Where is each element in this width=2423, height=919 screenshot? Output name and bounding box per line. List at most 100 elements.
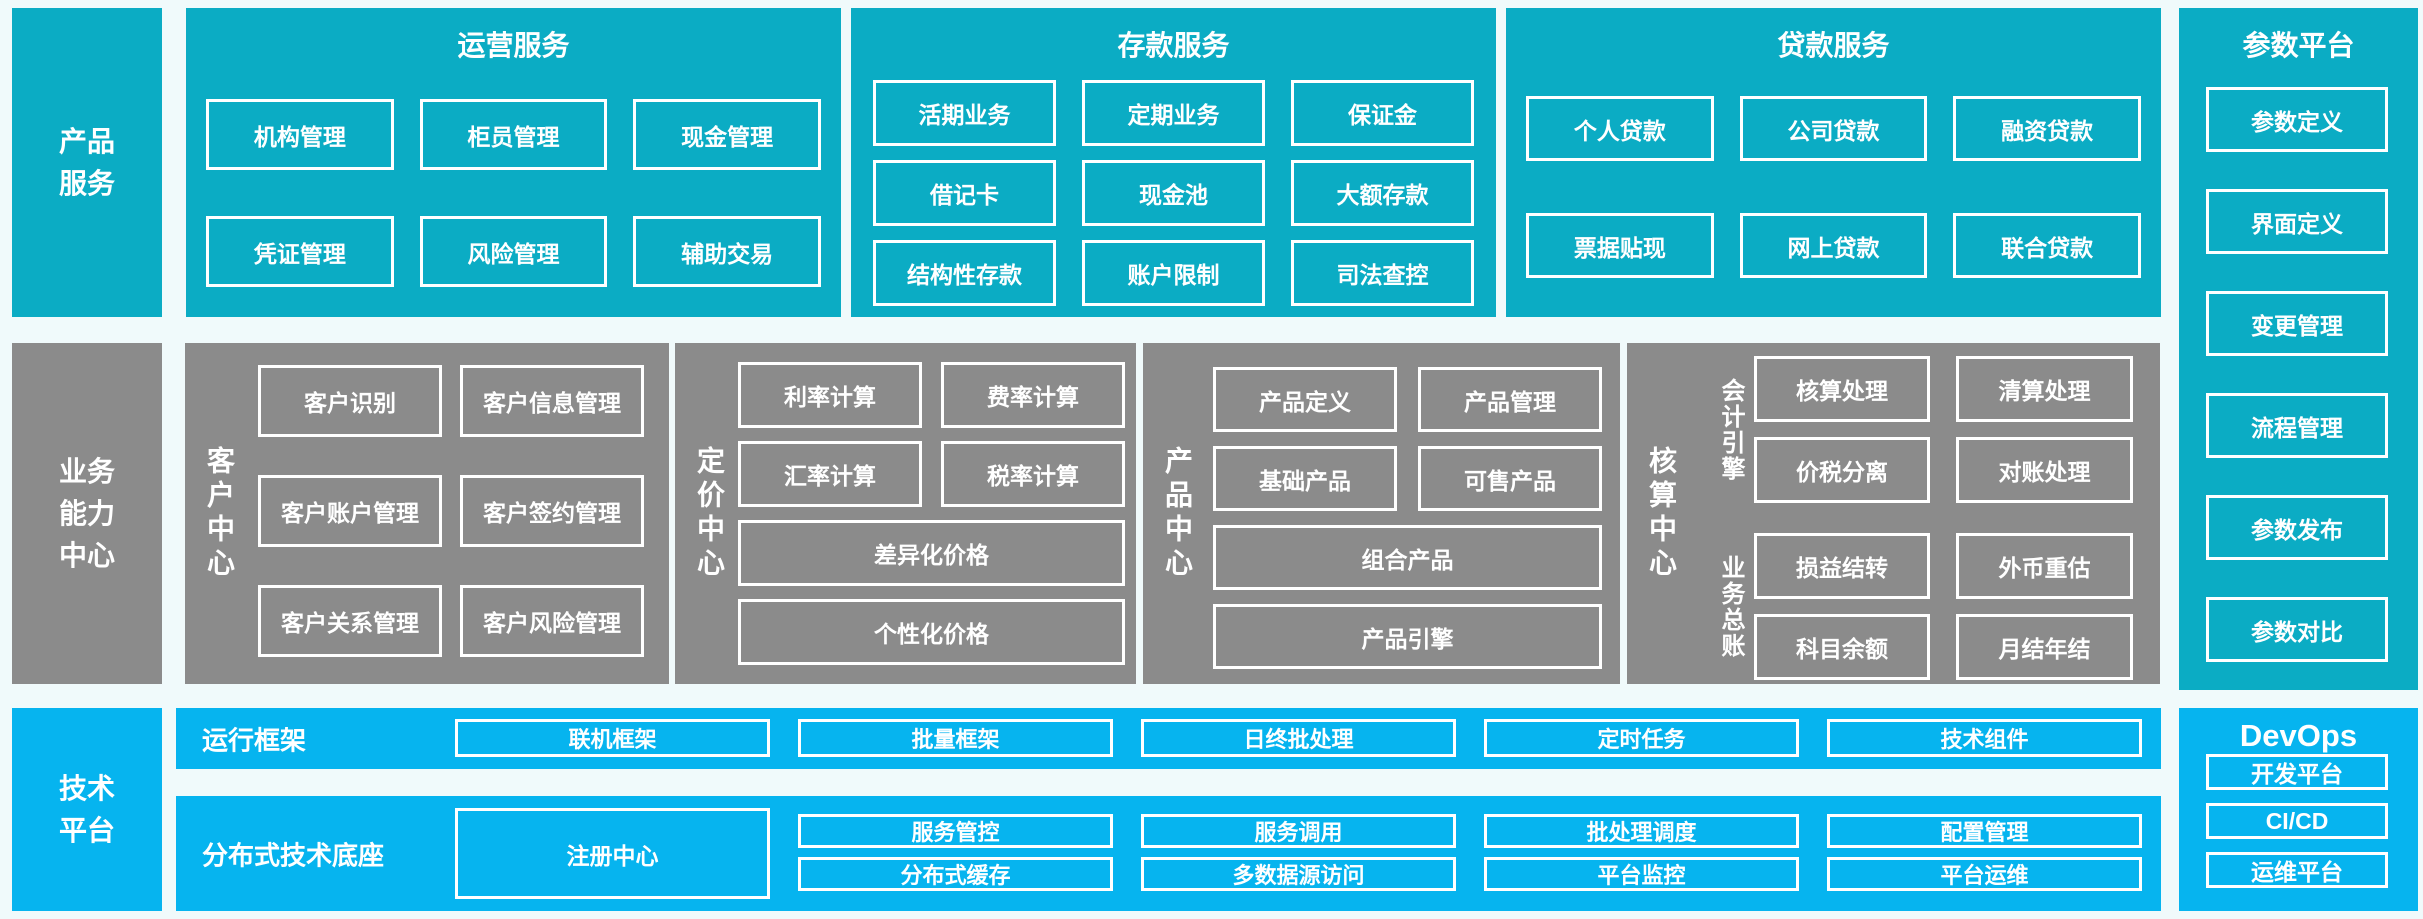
item-box: 配置管理 [1827, 814, 2142, 848]
accounting-center-label: 核算中心 [1646, 445, 1677, 582]
technology-platform-band-label: 技术 平台 [12, 708, 162, 911]
item-box: 外币重估 [1956, 533, 2133, 599]
business-ledger-group: 业务总账 损益结转 外币重估 科目余额 月结年结 [1707, 533, 2133, 680]
accounting-engine-label: 会计引擎 [1717, 377, 1744, 482]
item-box: 辅助交易 [633, 216, 821, 287]
item-box: 凭证管理 [206, 216, 394, 287]
accounting-engine-grid: 核算处理 清算处理 价税分离 对账处理 [1754, 356, 2133, 503]
product-services-band-label: 产品 服务 [12, 8, 162, 317]
item-box: 产品管理 [1418, 367, 1602, 432]
loan-items-grid: 个人贷款 公司贷款 融资贷款 票据贴现 网上贷款 联合贷款 [1526, 96, 2141, 278]
item-box: 平台监控 [1484, 857, 1799, 891]
item-box: 参数定义 [2206, 87, 2388, 152]
product-center-panel: 产品中心 产品定义 产品管理 基础产品 可售产品 组合产品 产品引擎 [1143, 343, 1620, 684]
panel-title: 参数平台 [2242, 30, 2355, 61]
item-box: 利率计算 [738, 362, 922, 428]
item-box: 联合贷款 [1953, 213, 2141, 278]
item-box: 可售产品 [1418, 446, 1602, 511]
item-box: 基础产品 [1213, 446, 1397, 511]
panel-title: 运营服务 [457, 30, 570, 61]
distributed-base-label: 分布式技术底座 [202, 840, 385, 870]
item-box: 现金管理 [633, 99, 821, 170]
item-box: 费率计算 [941, 362, 1125, 428]
item-box: 账户限制 [1082, 240, 1265, 306]
item-box: 差异化价格 [738, 520, 1125, 586]
item-box: 客户签约管理 [460, 475, 644, 547]
panel-title: 贷款服务 [1777, 30, 1890, 61]
item-box: 柜员管理 [419, 99, 608, 170]
customer-items-grid: 客户识别 客户信息管理 客户账户管理 客户签约管理 客户关系管理 客户风险管理 [258, 365, 644, 657]
customer-center-label: 客户中心 [204, 445, 235, 582]
item-box: 日终批处理 [1141, 719, 1456, 757]
item-box: 产品定义 [1213, 367, 1397, 432]
product-center-label: 产品中心 [1162, 445, 1193, 582]
parameter-platform-panel: 参数平台 参数定义 界面定义 变更管理 流程管理 参数发布 参数对比 [2179, 8, 2418, 690]
item-box: 组合产品 [1213, 525, 1602, 590]
operation-services-panel: 运营服务 机构管理 柜员管理 现金管理 凭证管理 风险管理 辅助交易 [186, 8, 841, 317]
item-box: 界面定义 [2206, 189, 2388, 254]
business-ledger-label: 业务总账 [1717, 554, 1744, 659]
item-box: 参数发布 [2206, 495, 2388, 560]
item-box: 客户识别 [258, 365, 442, 437]
item-box: 定时任务 [1484, 719, 1799, 757]
deposit-items-grid: 活期业务 定期业务 保证金 借记卡 现金池 大额存款 结构性存款 账户限制 司法… [873, 80, 1474, 306]
item-box: 客户风险管理 [460, 585, 644, 657]
item-box: 服务管控 [798, 814, 1113, 848]
item-box: 客户关系管理 [258, 585, 442, 657]
item-box: 联机框架 [455, 719, 770, 757]
registry-center-box: 注册中心 [455, 808, 770, 899]
item-box: 现金池 [1082, 160, 1265, 226]
item-box: 变更管理 [2206, 291, 2388, 356]
item-box: 清算处理 [1956, 356, 2133, 422]
item-box: 大额存款 [1291, 160, 1474, 226]
accounting-engine-group: 会计引擎 核算处理 清算处理 价税分离 对账处理 [1707, 356, 2133, 503]
item-box: 机构管理 [206, 99, 394, 170]
item-box: 公司贷款 [1739, 96, 1928, 161]
item-box: 风险管理 [419, 216, 608, 287]
loan-services-panel: 贷款服务 个人贷款 公司贷款 融资贷款 票据贴现 网上贷款 联合贷款 [1506, 8, 2161, 317]
pricing-center-panel: 定价中心 利率计算 费率计算 汇率计算 税率计算 差异化价格 个性化价格 [675, 343, 1136, 684]
item-box: 结构性存款 [873, 240, 1056, 306]
deposit-services-panel: 存款服务 活期业务 定期业务 保证金 借记卡 现金池 大额存款 结构性存款 账户… [851, 8, 1496, 317]
item-box: 融资贷款 [1953, 96, 2141, 161]
item-box: 开发平台 [2206, 754, 2388, 790]
item-box: 批量框架 [798, 719, 1113, 757]
devops-panel: DevOps 开发平台 CI/CD 运维平台 [2179, 708, 2418, 911]
item-box: 技术组件 [1827, 719, 2142, 757]
item-box: 月结年结 [1956, 614, 2133, 680]
item-box: 保证金 [1291, 80, 1474, 146]
item-box: 客户账户管理 [258, 475, 442, 547]
item-box: 服务调用 [1141, 814, 1456, 848]
pricing-center-label: 定价中心 [694, 445, 725, 582]
item-box: 价税分离 [1754, 437, 1930, 503]
item-box: 分布式缓存 [798, 857, 1113, 891]
business-capability-band-label: 业务 能力 中心 [12, 343, 162, 684]
item-box: CI/CD [2206, 803, 2388, 839]
devops-items-list: 开发平台 CI/CD 运维平台 [2206, 754, 2388, 888]
devops-title: DevOps [2239, 718, 2358, 753]
runtime-framework-bar: 运行框架 联机框架 批量框架 日终批处理 定时任务 技术组件 [176, 708, 2161, 769]
panel-title: 存款服务 [1117, 30, 1230, 61]
item-box: 票据贴现 [1526, 213, 1714, 278]
item-box: 损益结转 [1754, 533, 1930, 599]
parameter-items-list: 参数定义 界面定义 变更管理 流程管理 参数发布 参数对比 [2206, 87, 2388, 662]
item-box: 司法查控 [1291, 240, 1474, 306]
item-box: 汇率计算 [738, 441, 922, 507]
item-box: 运维平台 [2206, 852, 2388, 888]
item-box: 借记卡 [873, 160, 1056, 226]
item-box: 参数对比 [2206, 597, 2388, 662]
distributed-base-bar: 分布式技术底座 注册中心 服务管控 分布式缓存 服务调用 多数据源访问 批处理调… [176, 796, 2161, 911]
item-box: 流程管理 [2206, 393, 2388, 458]
item-box: 活期业务 [873, 80, 1056, 146]
operation-items-grid: 机构管理 柜员管理 现金管理 凭证管理 风险管理 辅助交易 [206, 99, 821, 287]
product-items-grid: 产品定义 产品管理 基础产品 可售产品 组合产品 产品引擎 [1213, 367, 1602, 669]
item-box: 定期业务 [1082, 80, 1265, 146]
item-box: 批处理调度 [1484, 814, 1799, 848]
item-box: 个人贷款 [1526, 96, 1714, 161]
customer-center-panel: 客户中心 客户识别 客户信息管理 客户账户管理 客户签约管理 客户关系管理 客户… [185, 343, 669, 684]
item-box: 个性化价格 [738, 599, 1125, 665]
item-box: 产品引擎 [1213, 604, 1602, 669]
item-box: 客户信息管理 [460, 365, 644, 437]
item-box: 税率计算 [941, 441, 1125, 507]
